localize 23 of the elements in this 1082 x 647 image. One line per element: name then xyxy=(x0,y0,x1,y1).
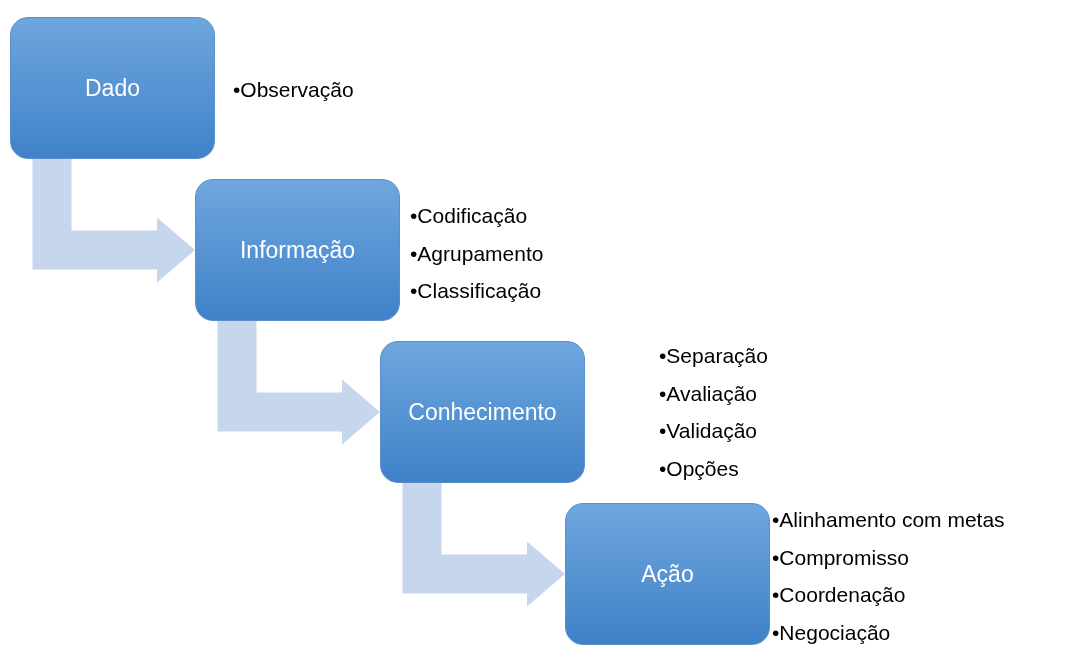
process-box xyxy=(565,503,770,645)
bullet-item: •Avaliação xyxy=(659,380,759,407)
bullet-item: •Compromisso xyxy=(772,544,910,571)
bullet-item: •Codificação xyxy=(410,203,529,229)
box-label: Ação xyxy=(641,560,694,588)
process-box xyxy=(195,179,400,321)
bullet-item: •Negociação xyxy=(772,619,892,646)
bent-arrow xyxy=(402,483,565,607)
bent-arrow xyxy=(217,321,380,445)
bullet-item: •Coordenação xyxy=(772,582,907,608)
bent-arrow xyxy=(32,159,195,283)
bullet-item: •Classificação xyxy=(410,278,543,304)
box-label: Dado xyxy=(85,74,140,102)
box-label: Informação xyxy=(239,236,356,264)
bullet-item: •Separação xyxy=(659,343,768,369)
box-label: Conhecimento xyxy=(408,398,557,426)
bullet-item: •Validação xyxy=(659,418,759,444)
process-box xyxy=(10,17,215,159)
process-box xyxy=(380,341,585,483)
bullet-item: •Agrupamento xyxy=(410,240,544,267)
bullet-item: •Opções xyxy=(659,455,740,482)
bullet-item: •Observação xyxy=(233,77,354,103)
bullet-item: •Alinhamento com metas xyxy=(772,507,1005,533)
